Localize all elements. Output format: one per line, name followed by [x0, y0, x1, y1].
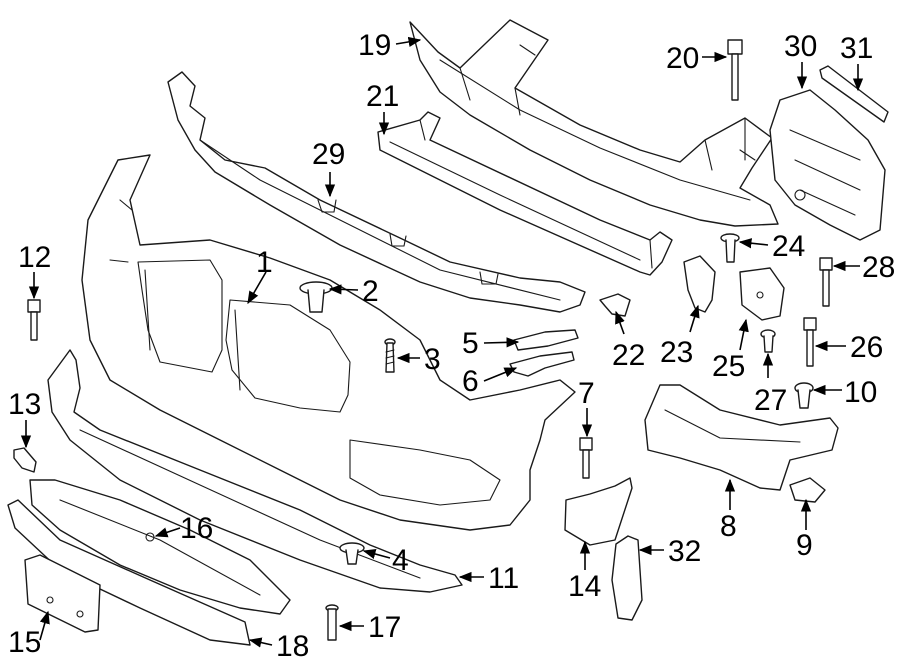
strip-31-part: [819, 65, 889, 123]
bracket-6-part: [509, 351, 575, 377]
callout-20: 20: [666, 42, 699, 75]
clip-9-part: [789, 477, 826, 503]
callout-1: 1: [256, 246, 273, 279]
bracket-25-part: [739, 267, 785, 321]
callout-31: 31: [840, 32, 873, 65]
callout-17: 17: [368, 611, 401, 644]
upper-support-strip-part: [167, 71, 586, 313]
callout-11: 11: [488, 562, 519, 595]
callout-2: 2: [362, 275, 379, 308]
callout-3: 3: [424, 343, 441, 376]
bracket-14-part: [564, 477, 633, 546]
side-bracket-30-part: [769, 89, 886, 241]
callout-labels: 1 2 3 4 5 6 7 8 9 10 11 12 13 14 15 16 1…: [8, 29, 895, 662]
callout-10: 10: [844, 376, 877, 409]
callout-24: 24: [772, 230, 805, 263]
bracket-5-part: [513, 329, 579, 351]
screw-3-icon: [384, 338, 396, 373]
screw-17-icon: [325, 604, 339, 641]
bolt-20-icon: [727, 39, 743, 101]
callout-32: 32: [668, 535, 701, 568]
callout-19: 19: [358, 29, 391, 62]
lower-spoiler-part: [47, 349, 463, 593]
callout-5: 5: [462, 327, 479, 360]
callout-8: 8: [720, 510, 737, 543]
bumper-cover-part: [81, 154, 576, 531]
reflector-32-part: [611, 535, 643, 621]
clip-22-part: [599, 293, 631, 317]
callout-22: 22: [612, 339, 645, 372]
screw-24-icon: [720, 233, 740, 263]
callout-15: 15: [8, 626, 41, 659]
bolt-28-icon: [819, 257, 833, 307]
license-bracket-part: [24, 554, 101, 633]
fasteners: [27, 39, 833, 641]
bumper-reinforcement-part: [377, 111, 673, 276]
callout-28: 28: [862, 251, 895, 284]
push-clip-10-icon: [794, 382, 814, 409]
impact-bar-carrier-part: [409, 19, 779, 227]
callout-26: 26: [850, 331, 883, 364]
bolt-12-icon: [27, 299, 41, 341]
callout-16: 16: [180, 512, 213, 545]
callout-27: 27: [754, 384, 787, 417]
callout-4: 4: [392, 544, 409, 577]
callout-25: 25: [712, 350, 745, 383]
callout-9: 9: [796, 529, 813, 562]
push-clip-2-icon: [299, 281, 333, 313]
callout-30: 30: [784, 30, 817, 63]
leader-lines: [20, 36, 864, 648]
bolt-7-icon: [579, 437, 593, 479]
push-clip-4-icon: [339, 542, 365, 565]
bracket-23-part: [683, 255, 716, 313]
callout-12: 12: [18, 241, 51, 274]
side-clip-part: [13, 447, 37, 473]
callout-6: 6: [462, 365, 479, 398]
callout-29: 29: [312, 138, 345, 171]
callout-7: 7: [578, 377, 595, 410]
side-bracket-8-part: [644, 384, 839, 491]
callout-21: 21: [366, 80, 399, 113]
callout-13: 13: [8, 388, 41, 421]
bolt-26-icon: [803, 317, 817, 367]
callout-23: 23: [660, 336, 693, 369]
callout-14: 14: [568, 570, 601, 603]
lower-shield-part: [29, 479, 291, 615]
callout-18: 18: [276, 630, 309, 662]
screw-27-icon: [760, 329, 776, 353]
